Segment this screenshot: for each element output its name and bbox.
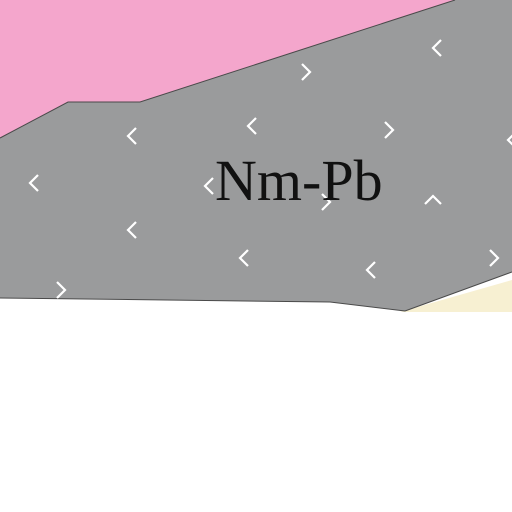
- v-pattern-mark: [506, 134, 512, 146]
- v-pattern-mark: [384, 121, 395, 139]
- v-pattern-mark: [28, 174, 39, 192]
- v-pattern-mark: [321, 193, 332, 211]
- v-pattern-mark: [489, 249, 500, 267]
- gray-lower-boundary: [0, 297, 406, 312]
- v-pattern-mark: [56, 281, 67, 299]
- unit-label-nm-pb: Nm-Pb: [215, 148, 383, 213]
- pink-unit-polygon[interactable]: [0, 0, 455, 138]
- v-pattern-mark: [246, 117, 257, 135]
- gray-unit-polygon[interactable]: [0, 0, 512, 311]
- v-pattern-mark: [301, 63, 312, 81]
- v-pattern-mark: [238, 249, 249, 267]
- v-pattern-mark: [365, 261, 376, 279]
- cream-unit-polygon[interactable]: [400, 280, 512, 312]
- v-pattern-mark: [203, 177, 214, 195]
- pink-gray-contact: [0, 0, 456, 139]
- v-pattern-mark: [431, 39, 442, 57]
- v-pattern-mark: [126, 221, 137, 239]
- volcanic-pattern: [28, 39, 512, 299]
- gray-cream-contact: [404, 271, 512, 312]
- v-pattern-mark: [424, 194, 442, 205]
- v-pattern-mark: [126, 127, 137, 145]
